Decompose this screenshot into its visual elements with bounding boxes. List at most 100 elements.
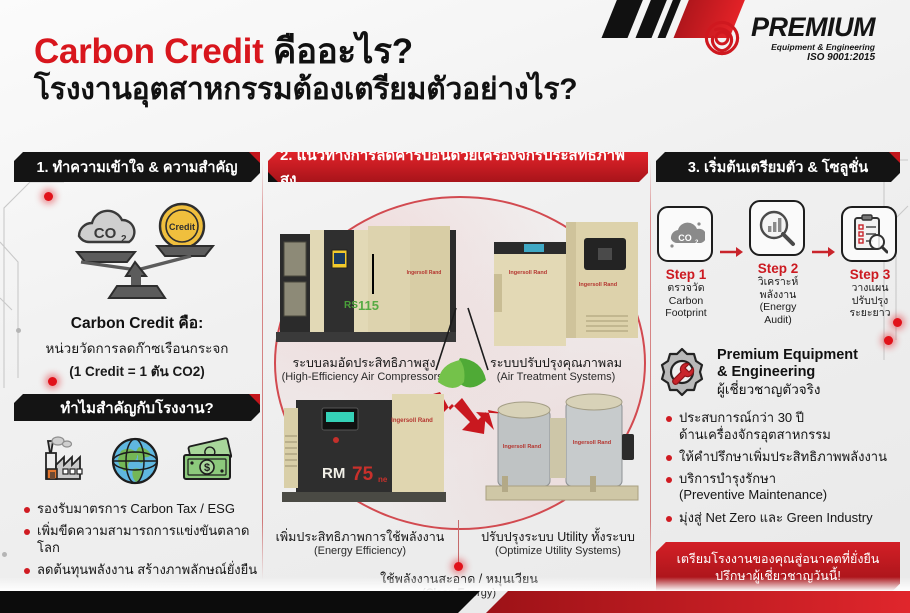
bullet-text: มุ่งสู่ Net Zero และ Green Industry bbox=[679, 509, 873, 525]
step-3-icon-box bbox=[841, 206, 897, 263]
balance-scale-illustration: CO 2 Credit bbox=[14, 196, 260, 304]
steps-flow: CO 2 Step 1 ตรวจวัด Carbon Footprint bbox=[656, 200, 900, 326]
section-3-header-label: 3. เริ่มต้นเตรียมตัว & โซลูชั่น bbox=[687, 159, 869, 176]
step-3: Step 3 วางแผนปรับปรุง ระยะยาว bbox=[841, 206, 899, 320]
caption-air-compressors: ระบบลมอัดประสิทธิภาพสูง (High-Efficiency… bbox=[268, 356, 460, 384]
caption-english: (Energy Efficiency) bbox=[313, 545, 407, 557]
svg-text:Credit: Credit bbox=[169, 222, 195, 232]
credit-coin-icon: Credit bbox=[158, 202, 206, 250]
step-arrow-1 bbox=[719, 246, 745, 258]
caption-thai: ปรับปรุงระบบ Utility ทั้งระบบ bbox=[481, 530, 635, 544]
headline-black-part: คืออะไร? bbox=[272, 32, 413, 71]
bullet-dot-icon bbox=[666, 454, 672, 461]
money-icon: $ bbox=[183, 437, 233, 480]
co2-cloud-icon: CO 2 bbox=[77, 209, 136, 245]
balance-scale-icon: CO 2 Credit bbox=[74, 202, 216, 299]
list-item: มุ่งสู่ Net Zero และ Green Industry bbox=[666, 510, 900, 526]
step-1-icon-box: CO 2 bbox=[657, 206, 713, 263]
section-solutions: 2. แนวทางการลดคาร์บอนด้วยเครื่องจักรประส… bbox=[268, 152, 648, 599]
list-item: เพิ่มขีดความสามารถการแข่งขันตลาดโลก bbox=[24, 523, 260, 556]
cta-line-1: เตรียมโรงงานของคุณสู่อนาคตที่ยั่งยืน bbox=[676, 551, 880, 566]
premium-promo: Premium Equipment & Engineering ผู้เชี่ย… bbox=[656, 346, 900, 398]
caption-thai: ระบบลมอัดประสิทธิภาพสูง bbox=[292, 356, 436, 370]
step-2: Step 2 วิเคราะห์พลังงาน (Energy Audit) bbox=[749, 200, 807, 326]
bullet-dot-icon bbox=[24, 567, 30, 574]
definition-line-3: (1 Credit = 1 ตัน CO2) bbox=[69, 364, 205, 379]
svg-text:2: 2 bbox=[121, 234, 127, 245]
headline-line-2: โรงงานอุตสาหกรรมต้องเตรียมตัวอย่างไร? bbox=[34, 73, 578, 107]
caption-energy-efficiency: เพิ่มประสิทธิภาพการใช้พลังงาน (Energy Ef… bbox=[262, 530, 458, 558]
machines-diagram: RS 115 Ingersoll Rand Ingersoll Rand bbox=[268, 190, 648, 599]
arrow-right-icon bbox=[720, 247, 743, 258]
list-item: ลดต้นทุนพลังงาน สร้างภาพลักษณ์ยั่งยืน bbox=[24, 562, 260, 578]
cycle-connector-lines bbox=[435, 307, 489, 371]
footer-black-segment bbox=[0, 591, 480, 613]
step-3-title: Step 3 bbox=[849, 267, 891, 283]
ribbon-corner-accent-4 bbox=[889, 152, 901, 164]
circuit-node-gray-2 bbox=[2, 552, 7, 557]
circuit-node-gray-1 bbox=[16, 328, 21, 333]
circuit-node-red-4 bbox=[884, 336, 893, 345]
svg-text:ne: ne bbox=[378, 475, 388, 484]
footer-red-segment bbox=[486, 591, 910, 613]
caption-english: (Air Treatment Systems) bbox=[496, 371, 616, 383]
factory-icon bbox=[44, 436, 83, 480]
svg-text:Ingersoll Rand: Ingersoll Rand bbox=[407, 270, 442, 276]
page-title: Carbon Credit คืออะไร? โรงงานอุตสาหกรรมต… bbox=[34, 32, 694, 108]
col1-bullet-list: รองรับมาตรการ Carbon Tax / ESG เพิ่มขีดค… bbox=[14, 501, 260, 578]
svg-text:75: 75 bbox=[352, 464, 374, 485]
section-1-subheader-label: ทำไมสำคัญกับโรงงาน? bbox=[60, 399, 214, 417]
bullet-text: ลดต้นทุนพลังงาน สร้างภาพลักษณ์ยั่งยืน bbox=[37, 561, 258, 577]
step-2-icon-box bbox=[749, 200, 805, 256]
caption-thai: ระบบปรับปรุงคุณภาพลม bbox=[490, 356, 622, 370]
step-2-line-2: (Energy Audit) bbox=[759, 301, 797, 326]
promo-line-2: & Engineering bbox=[717, 364, 816, 381]
step-arrow-2 bbox=[811, 246, 837, 258]
bullet-dot-icon bbox=[666, 477, 672, 484]
section-2-header-label: 2. แนวทางการลดคาร์บอนด้วยเครื่องจักรประส… bbox=[280, 147, 625, 188]
footer-fade bbox=[0, 577, 910, 591]
list-item: ประสบการณ์กว่า 30 ปี ด้านเครื่องจักรอุตส… bbox=[666, 410, 900, 443]
promo-line-3: ผู้เชี่ยวชาญตัวจริง bbox=[717, 381, 821, 397]
co2-cloud-icon: CO 2 bbox=[670, 222, 705, 248]
svg-text:Ingersoll Rand: Ingersoll Rand bbox=[391, 418, 433, 424]
brand-logo: PREMIUM Equipment & Engineering ISO 9001… bbox=[700, 14, 876, 63]
definition-title: Carbon Credit คือ: bbox=[70, 315, 204, 332]
logo-tagline: Equipment & Engineering bbox=[771, 42, 875, 52]
svg-text:$: $ bbox=[204, 462, 210, 474]
bullet-dot-icon bbox=[666, 515, 672, 522]
footer-bar bbox=[0, 577, 910, 613]
step-2-title: Step 2 bbox=[757, 261, 799, 276]
ribbon-corner-accent-2 bbox=[249, 394, 261, 406]
ribbon-corner-accent-3 bbox=[267, 171, 279, 183]
promo-line-1: Premium Equipment bbox=[717, 347, 858, 364]
bullet-text: ประสบการณ์กว่า 30 ปี ด้านเครื่องจักรอุตส… bbox=[679, 410, 831, 442]
carbon-credit-definition: Carbon Credit คือ: หน่วยวัดการลดก๊าซเรือ… bbox=[14, 310, 260, 382]
section-understanding: 1. ทำความเข้าใจ & ความสำคัญ CO 2 Credit bbox=[14, 152, 260, 584]
caption-english: (High-Efficiency Air Compressors) bbox=[281, 371, 447, 383]
svg-text:115: 115 bbox=[358, 298, 379, 313]
column-divider-2 bbox=[650, 160, 651, 580]
machine-big-air-compressor: RS 115 Ingersoll Rand bbox=[276, 226, 456, 342]
bullet-text: รองรับมาตรการ Carbon Tax / ESG bbox=[37, 501, 235, 516]
svg-text:Ingersoll Rand: Ingersoll Rand bbox=[503, 444, 541, 450]
section-2-header: 2. แนวทางการลดคาร์บอนด้วยเครื่องจักรประส… bbox=[268, 152, 648, 182]
arrow-right-icon bbox=[812, 247, 835, 258]
caption-optimize-utility: ปรับปรุงระบบ Utility ทั้งระบบ (Optimize … bbox=[464, 530, 652, 558]
svg-text:CO: CO bbox=[94, 225, 117, 242]
list-item: รองรับมาตรการ Carbon Tax / ESG bbox=[24, 501, 260, 517]
section-1-subheader: ทำไมสำคัญกับโรงงาน? bbox=[14, 394, 260, 421]
headline-red-part: Carbon Credit bbox=[34, 32, 273, 71]
list-item: บริการบำรุงรักษา (Preventive Maintenance… bbox=[666, 471, 900, 504]
bullet-dot-icon bbox=[24, 529, 30, 536]
svg-text:RS: RS bbox=[344, 300, 358, 311]
circuit-node-red-1 bbox=[44, 192, 53, 201]
svg-text:2: 2 bbox=[695, 240, 699, 246]
step-1-title: Step 1 bbox=[665, 267, 707, 283]
headline-line-1: Carbon Credit คืออะไร? bbox=[34, 32, 694, 71]
ribbon-corner-accent bbox=[249, 152, 261, 164]
bullet-dot-icon bbox=[24, 507, 30, 513]
step-1: CO 2 Step 1 ตรวจวัด Carbon Footprint bbox=[657, 206, 715, 320]
step-2-line-1: วิเคราะห์พลังงาน bbox=[757, 276, 799, 301]
circuit-deco-left bbox=[0, 181, 64, 388]
